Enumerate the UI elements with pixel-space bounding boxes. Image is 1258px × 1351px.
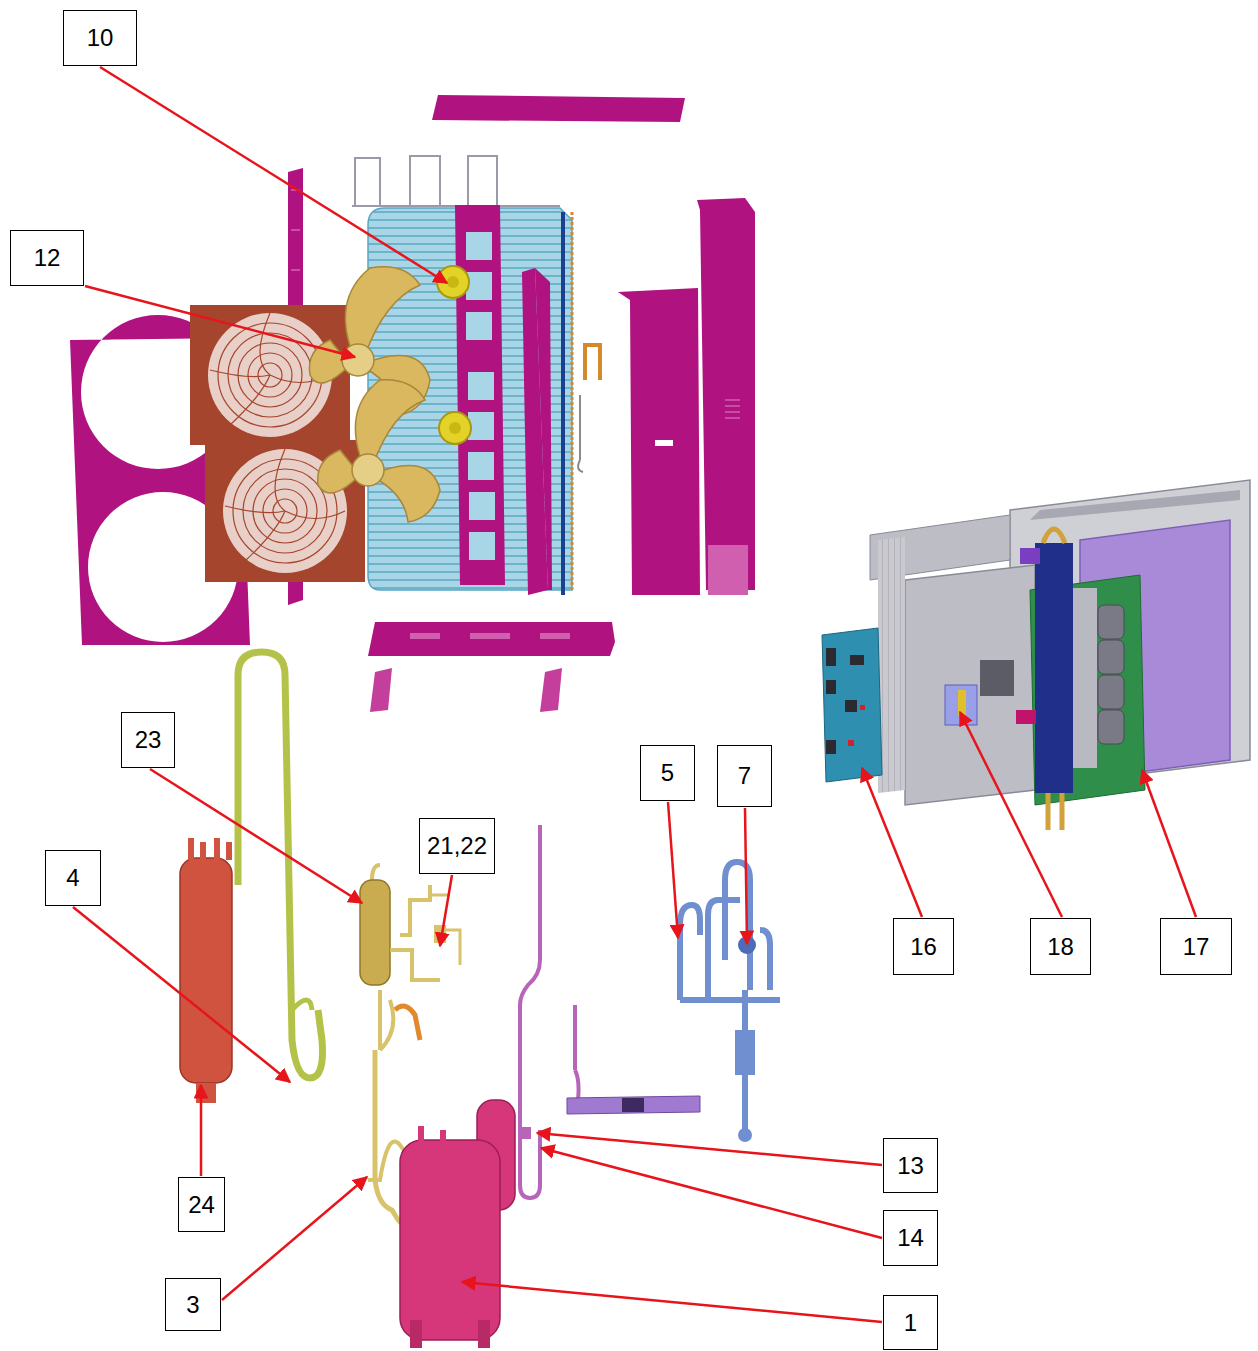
fan-blade	[309, 267, 440, 522]
callout-number: 5	[661, 761, 674, 785]
accumulator	[180, 838, 232, 1103]
callout-box: 21,22	[419, 818, 495, 874]
callout-box: 10	[63, 10, 137, 66]
leader-line	[200, 1085, 203, 1176]
wire-guard	[352, 156, 560, 206]
leader-line	[85, 286, 355, 357]
callout-number: 4	[66, 866, 79, 890]
leader-line	[541, 1148, 882, 1238]
four-way-valve	[680, 862, 780, 1142]
callout-number: 12	[34, 246, 61, 270]
callout-number: 14	[897, 1226, 924, 1250]
valve-plate	[567, 1005, 700, 1114]
motor-bracket	[455, 205, 505, 585]
fan-motor	[437, 266, 471, 444]
coil-bends	[571, 212, 574, 590]
callout-number: 24	[188, 1193, 215, 1217]
callout-box: 16	[893, 918, 954, 975]
callout-box: 24	[178, 1177, 225, 1232]
side-panel	[522, 198, 755, 595]
leader-line	[222, 1177, 367, 1300]
leader-line	[150, 769, 362, 903]
callout-box: 5	[640, 745, 695, 801]
callout-number: 23	[135, 728, 162, 752]
callout-number: 7	[738, 764, 751, 788]
callout-box: 1	[883, 1295, 938, 1350]
callout-number: 18	[1047, 935, 1074, 959]
top-panel	[432, 95, 685, 122]
foot	[370, 668, 392, 712]
bracket-openings	[466, 232, 495, 560]
leader-line	[440, 875, 452, 946]
foot	[540, 668, 562, 712]
callout-number: 17	[1183, 935, 1210, 959]
control-box	[822, 480, 1250, 830]
panel-louvres	[725, 400, 740, 418]
fan-guard	[190, 305, 365, 582]
callout-box: 7	[717, 745, 772, 807]
coil-header	[561, 212, 565, 595]
base-pan	[368, 622, 615, 656]
leader-line	[668, 802, 678, 938]
callout-number: 21,22	[427, 834, 487, 858]
leader-line	[862, 768, 922, 917]
callout-box: 3	[165, 1278, 221, 1331]
leader-line	[73, 907, 290, 1082]
leader-line	[745, 808, 747, 944]
callout-number: 10	[87, 26, 114, 50]
callout-number: 16	[910, 935, 937, 959]
leader-line	[462, 1282, 882, 1322]
callout-number: 3	[186, 1293, 199, 1317]
leader-line	[1142, 770, 1196, 917]
callout-box: 13	[883, 1138, 938, 1193]
callout-box: 18	[1030, 918, 1091, 975]
compressor	[400, 1100, 515, 1348]
callout-box: 12	[10, 230, 84, 286]
leader-line	[960, 712, 1062, 917]
callout-box: 14	[883, 1210, 938, 1266]
callout-number: 13	[897, 1154, 924, 1178]
leader-line	[100, 67, 447, 283]
callout-box: 17	[1160, 918, 1232, 975]
discharge-pipe	[238, 652, 323, 1078]
suction-pipe	[520, 825, 540, 1198]
callout-box: 4	[45, 850, 101, 906]
callout-box: 23	[121, 712, 175, 768]
callout-number: 1	[904, 1311, 917, 1335]
